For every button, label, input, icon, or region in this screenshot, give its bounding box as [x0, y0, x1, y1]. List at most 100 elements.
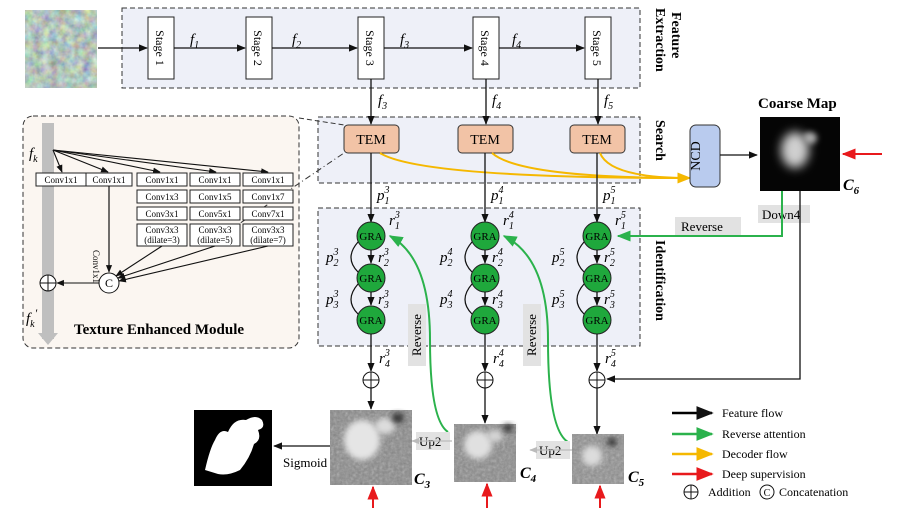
svg-text:NCD: NCD [689, 141, 704, 171]
svg-text:GRA: GRA [585, 315, 608, 327]
legend-addition-label: Addition [708, 485, 751, 499]
stage-label-3: Stage 3 [363, 30, 377, 66]
svg-text:p15: p15 [602, 185, 616, 207]
f2-label: f2 [292, 32, 301, 51]
reverse-tag-4 [408, 304, 426, 366]
f4-label: f4 [512, 32, 521, 51]
gra-column-4: GRA GRA GRA [464, 221, 500, 335]
reverse-attention-main [616, 191, 783, 242]
svg-text:C: C [105, 276, 113, 290]
svg-text:GRA: GRA [359, 273, 382, 285]
svg-text:Conv1x5: Conv1x5 [198, 192, 232, 202]
svg-text:Conv1x1: Conv1x1 [251, 175, 284, 185]
prediction-mask-image [194, 410, 272, 486]
svg-text:Conv1x1: Conv1x1 [44, 175, 77, 185]
svg-text:Conv1x1: Conv1x1 [198, 175, 231, 185]
c4-map-image [454, 424, 516, 482]
down4-tag [758, 205, 810, 223]
tem-block-5: TEM [569, 124, 626, 154]
svg-text:Conv1x1: Conv1x1 [92, 175, 125, 185]
svg-text:p35: p35 [551, 289, 565, 311]
f1-label: f1 [190, 32, 199, 51]
svg-text:r13: r13 [389, 210, 400, 232]
stage-box-5: Stage 5 [584, 16, 612, 80]
tem-block-3: TEM [343, 124, 400, 154]
f4-vert-label: f4 [492, 93, 501, 112]
legend-decoder-label: Decoder flow [722, 447, 788, 461]
svg-text:r23: r23 [378, 247, 389, 269]
svg-text:GRA: GRA [473, 315, 496, 327]
svg-text:r25: r25 [604, 247, 615, 269]
svg-text:C: C [764, 488, 771, 499]
legend: Feature flow Reverse attention Decoder f… [672, 406, 848, 500]
svg-text:p14: p14 [490, 185, 504, 207]
coarse-map-title: Coarse Map [758, 96, 837, 112]
concat-symbol-icon: C [759, 484, 775, 500]
c5-label: C5 [628, 469, 645, 489]
addition-node-5 [588, 371, 606, 389]
addition-symbol-icon [683, 484, 699, 500]
stage-box-1: Stage 1 [147, 16, 175, 80]
reverse-label-main: Reverse [681, 219, 723, 234]
c4-label: C4 [520, 465, 537, 485]
svg-text:TEM: TEM [356, 133, 386, 148]
svg-text:GRA: GRA [585, 231, 608, 243]
legend-reverse-label: Reverse attention [722, 427, 806, 441]
svg-text:r14: r14 [503, 210, 514, 232]
f3-vert-label: f3 [378, 93, 387, 112]
svg-text:r15: r15 [615, 210, 626, 232]
svg-text:r33: r33 [378, 289, 389, 311]
svg-text:Conv1x1: Conv1x1 [91, 250, 101, 283]
reverse-attention-4 [388, 235, 449, 433]
svg-text:fk: fk [29, 146, 38, 165]
svg-text:GRA: GRA [585, 273, 608, 285]
svg-text:r44: r44 [493, 348, 504, 370]
gra-column-3: GRA GRA GRA [350, 221, 386, 335]
stage-label-5: Stage 5 [590, 30, 604, 66]
svg-text:Conv3x1: Conv3x1 [145, 209, 178, 219]
decoder-flow-4 [491, 152, 691, 179]
ncd-block: NCD [689, 124, 721, 188]
svg-text:fk′: fk′ [26, 306, 38, 330]
f5-vert-label: f5 [604, 93, 613, 112]
reverse-tag-5 [523, 304, 541, 366]
svg-text:r45: r45 [605, 348, 616, 370]
c3-map-image [330, 410, 412, 485]
svg-text:r24: r24 [492, 247, 503, 269]
gra-column-5: GRA GRA GRA [576, 221, 612, 335]
legend-supervision-label: Deep supervision [722, 467, 806, 481]
svg-text:p24: p24 [439, 247, 453, 269]
extraction-label: Extraction [652, 8, 667, 72]
stage-box-2: Stage 2 [245, 16, 273, 80]
feature-label: Feature [668, 12, 683, 58]
legend-concatenation-label: Concatenation [779, 485, 848, 499]
legend-feature-flow-label: Feature flow [722, 406, 783, 420]
svg-text:Conv3x3: Conv3x3 [145, 225, 179, 235]
reverse-label-5: Reverse [524, 314, 539, 356]
svg-text:Conv5x1: Conv5x1 [198, 209, 231, 219]
svg-text:GRA: GRA [359, 231, 382, 243]
svg-text:p34: p34 [439, 289, 453, 311]
svg-text:Conv1x3: Conv1x3 [145, 192, 179, 202]
stage-box-3: Stage 3 [357, 16, 385, 80]
svg-text:p23: p23 [325, 247, 339, 269]
svg-text:TEM: TEM [470, 133, 500, 148]
sigmoid-label: Sigmoid [283, 455, 328, 470]
input-image [25, 10, 97, 88]
svg-text:TEM: TEM [582, 133, 612, 148]
tem-block-4: TEM [457, 124, 514, 154]
f3-label: f3 [400, 32, 409, 51]
svg-text:GRA: GRA [473, 273, 496, 285]
reverse-tag-main [675, 217, 741, 235]
c5-map-image [572, 434, 624, 484]
c3-label: C3 [414, 471, 431, 491]
stage-box-4: Stage 4 [472, 16, 500, 80]
svg-text:Conv1x1: Conv1x1 [145, 175, 178, 185]
svg-text:p33: p33 [325, 289, 339, 311]
decoder-flow-5 [599, 152, 692, 184]
svg-text:(dilate=5): (dilate=5) [197, 235, 233, 245]
coarse-map-image [760, 117, 840, 191]
stage-label-4: Stage 4 [478, 30, 492, 66]
